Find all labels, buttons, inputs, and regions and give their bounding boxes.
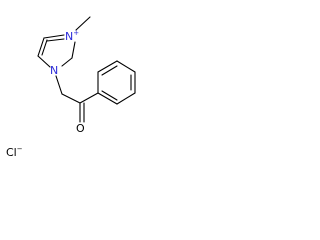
n-plus-atom-label: N+ xyxy=(65,29,79,43)
chloride-label: Cl− xyxy=(6,145,23,159)
phenyl-ring xyxy=(97,60,136,105)
phenyl-bond-5 xyxy=(116,92,136,105)
imidazolium-ring xyxy=(37,16,91,68)
phenyl-bond-2 xyxy=(97,60,118,73)
bond-c5-c4 xyxy=(37,37,45,57)
chemical-structure: N+ N O Cl− xyxy=(6,16,136,159)
bond-n1-c5 xyxy=(37,55,51,68)
bond-n-methyl xyxy=(75,16,91,31)
oxygen-atom-label: O xyxy=(76,122,85,135)
bond-c4-n xyxy=(43,34,65,39)
n-ring-atom-label: N xyxy=(50,64,58,77)
bond-c5-c4-double xyxy=(41,39,48,56)
bond-carbonyl-phenyl xyxy=(79,92,99,104)
bond-c4-n-double xyxy=(46,38,65,42)
phenyl-bond-6 xyxy=(97,92,118,105)
phenyl-bond-3 xyxy=(116,60,136,73)
phenyl-double-1 xyxy=(101,65,118,76)
bond-n-c2 xyxy=(71,41,76,59)
bond-c2-n1 xyxy=(61,57,73,67)
bond-n1-ch2 xyxy=(55,75,63,95)
bond-ch2-carbonyl xyxy=(61,93,81,104)
phenyl-double-3 xyxy=(101,90,118,101)
